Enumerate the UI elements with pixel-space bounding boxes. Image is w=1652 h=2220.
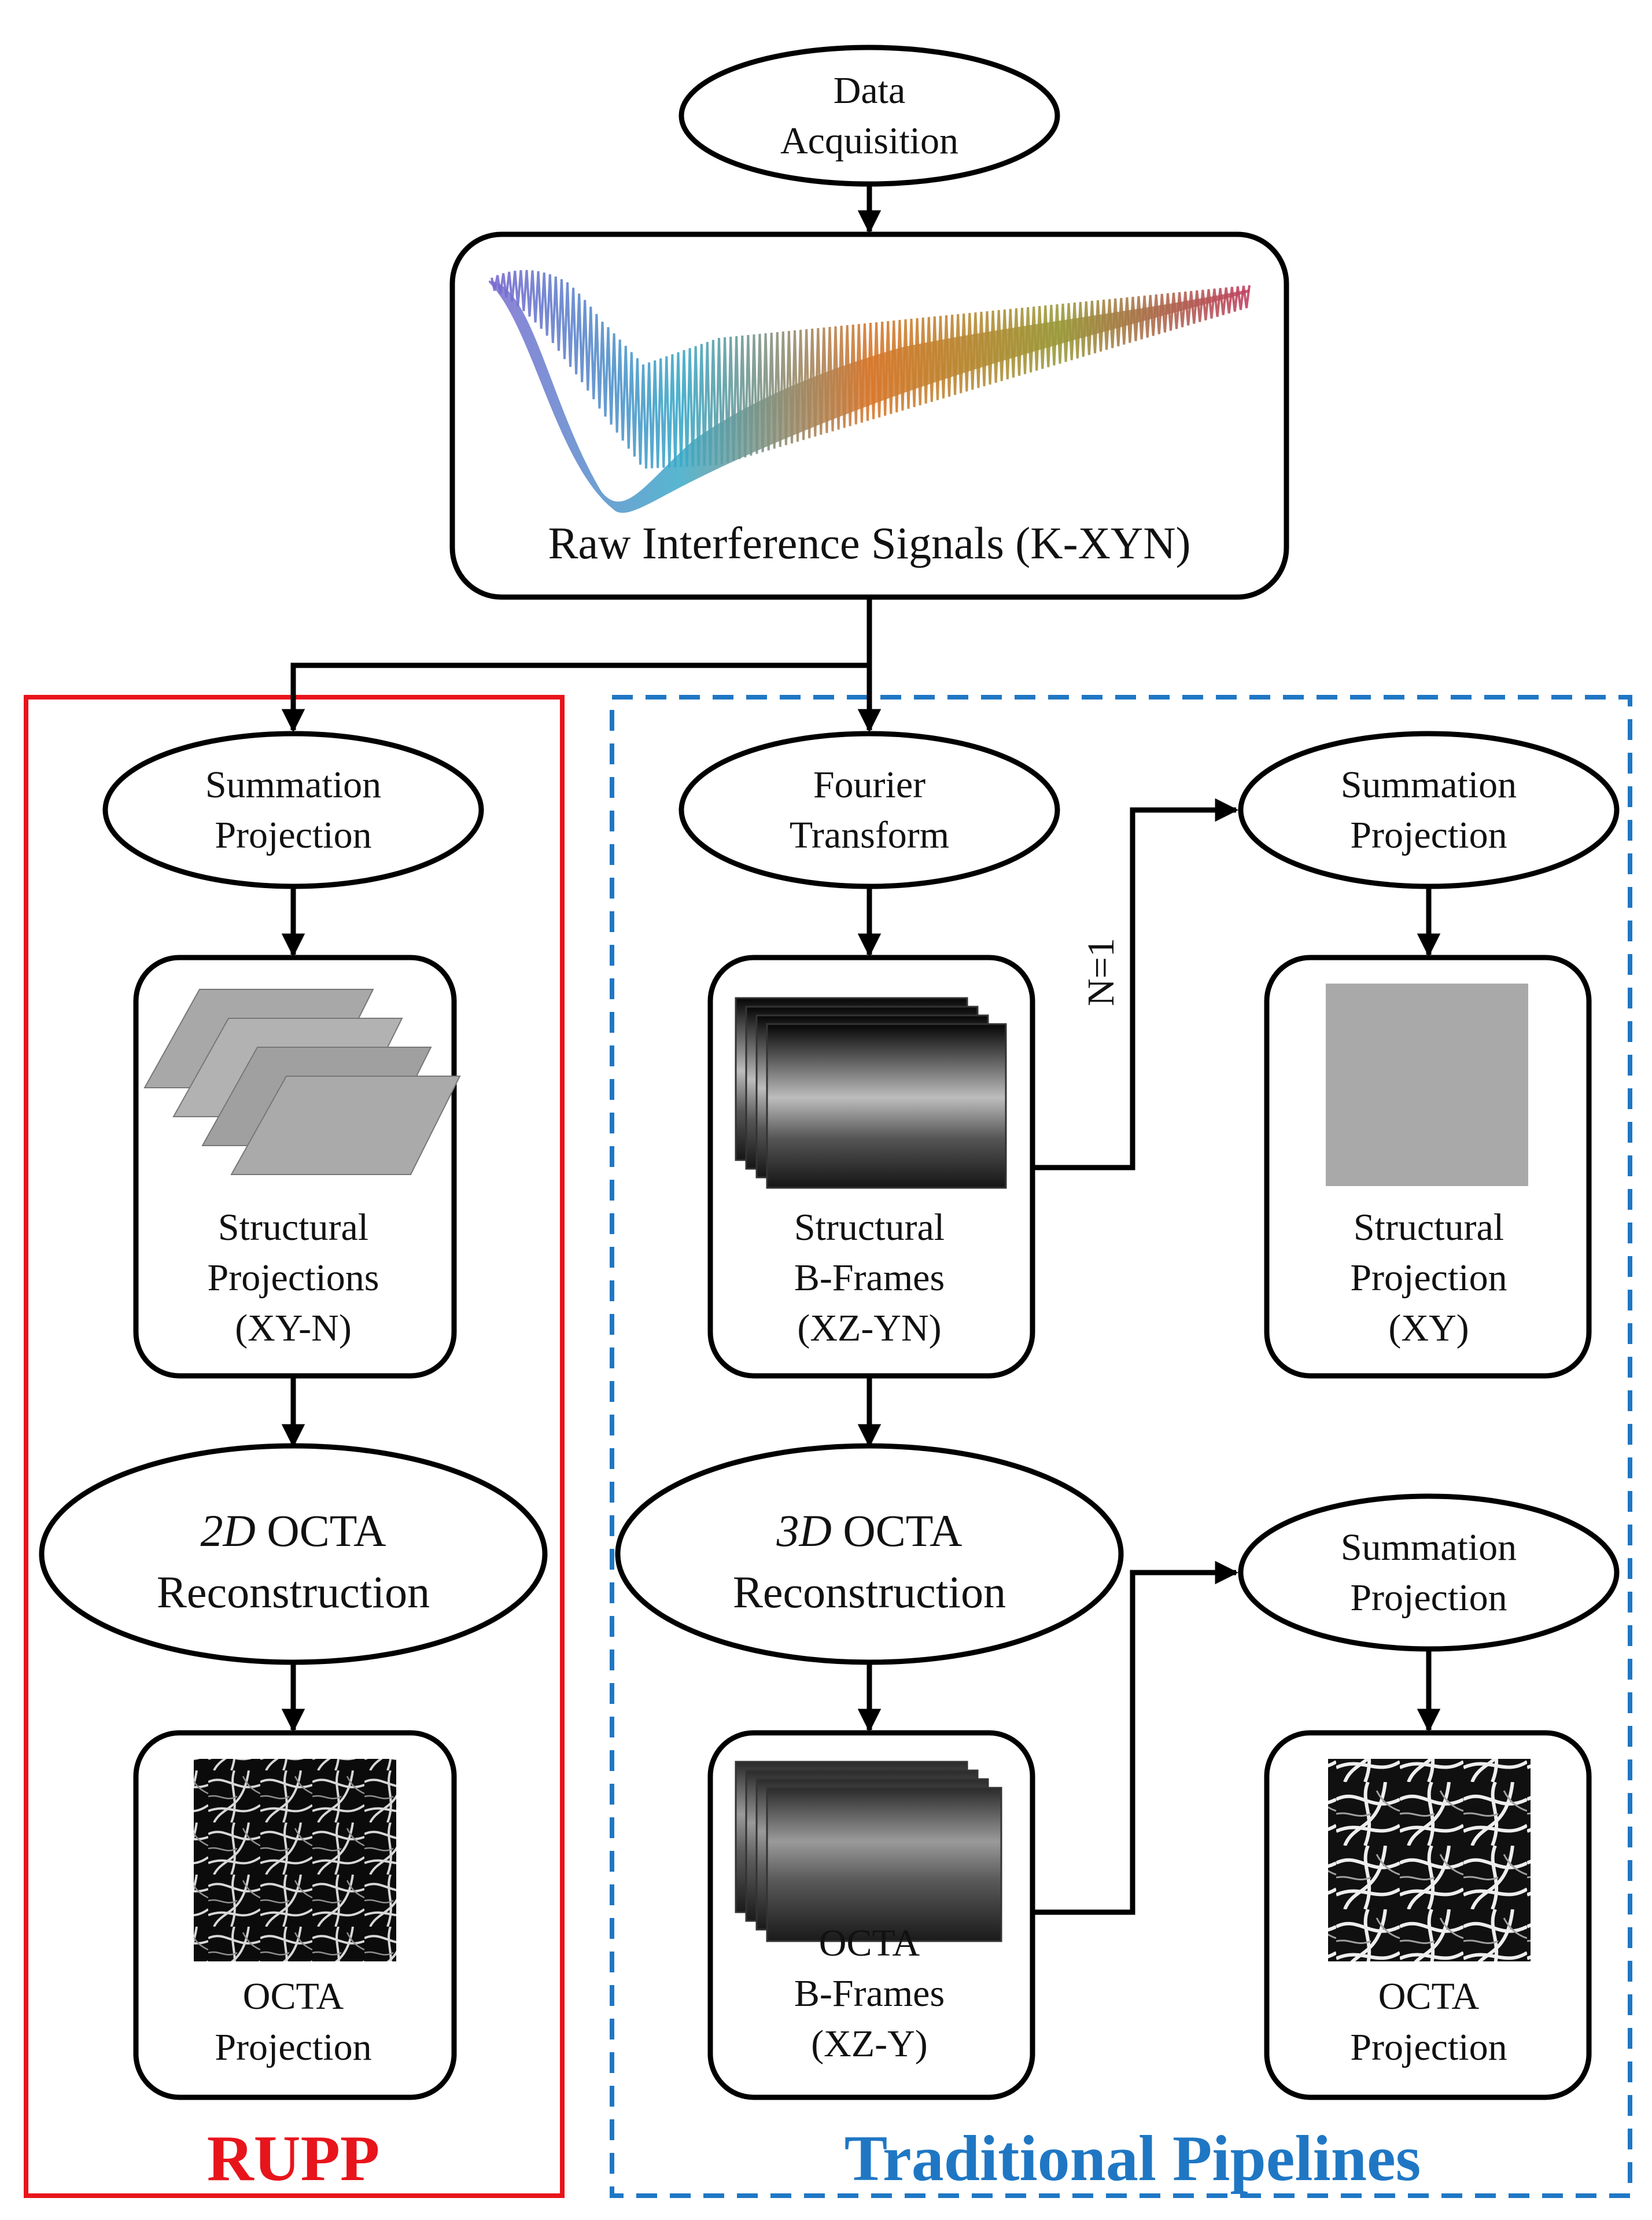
node-label: Summation bbox=[1341, 1526, 1517, 1569]
node-label: Summation bbox=[205, 764, 381, 806]
node-rupp-octa-projection: OCTA Projection bbox=[133, 1730, 457, 2100]
traditional-group-box bbox=[610, 695, 1632, 2198]
structural-projection-stack-image bbox=[143, 989, 461, 1175]
node-label: B-Frames bbox=[794, 1972, 945, 2015]
node-summation-projection-bottom: Summation Projection bbox=[1238, 1493, 1620, 1652]
node-label: OCTA bbox=[243, 1975, 344, 2017]
node-trad-octa-projection: OCTA Projection bbox=[1264, 1730, 1592, 2100]
octa-projection-image bbox=[1328, 1759, 1531, 1961]
node-3d-octa-reconstruction: 3D OCTA Reconstruction bbox=[615, 1443, 1124, 1665]
node-structural-bframes: Structural B-Frames (XZ-YN) bbox=[707, 955, 1035, 1379]
node-structural-projection-xy: Structural Projection (XY) bbox=[1264, 955, 1592, 1379]
node-label: Projections bbox=[208, 1257, 379, 1299]
rupp-title: RUPP bbox=[207, 2123, 380, 2195]
node-label: (XY) bbox=[1388, 1307, 1469, 1349]
node-rupp-struct-projections: Structural Projections (XY-N) bbox=[133, 955, 461, 1379]
node-label: Acquisition bbox=[780, 120, 958, 162]
node-label: Reconstruction bbox=[157, 1567, 430, 1617]
node-label: Projection bbox=[1350, 1257, 1507, 1299]
edges bbox=[281, 184, 1441, 1915]
node-label: Data bbox=[834, 69, 906, 112]
node-raw-signals: Raw Interference Signals (K-XYN) bbox=[449, 231, 1289, 600]
octa-projection-image bbox=[194, 1759, 396, 1961]
node-label: Structural bbox=[794, 1206, 945, 1249]
node-label: Projection bbox=[215, 2026, 371, 2068]
node-label: Fourier bbox=[813, 764, 925, 806]
node-octa-bframes: OCTA B-Frames (XZ-Y) bbox=[707, 1730, 1035, 2100]
node-label: 3D OCTA bbox=[776, 1505, 963, 1556]
edge-raw-to-rupp-summation bbox=[281, 662, 869, 733]
edge-bframes-to-summation-top bbox=[1032, 798, 1239, 1170]
node-label: (XZ-YN) bbox=[797, 1307, 941, 1349]
node-label: OCTA bbox=[819, 1922, 920, 1964]
node-label: Summation bbox=[1341, 764, 1517, 806]
node-label: Structural bbox=[218, 1206, 368, 1249]
node-label: Reconstruction bbox=[733, 1567, 1006, 1617]
node-label: (XY-N) bbox=[235, 1307, 352, 1349]
node-label: B-Frames bbox=[794, 1257, 945, 1299]
traditional-title: Traditional Pipelines bbox=[845, 2123, 1421, 2195]
node-2d-octa-reconstruction: 2D OCTA Reconstruction bbox=[39, 1443, 548, 1665]
structural-projection-image bbox=[1326, 984, 1528, 1186]
node-label: Projection bbox=[1350, 1577, 1507, 1619]
node-label: Projection bbox=[215, 814, 371, 856]
edge-octa-bframes-to-sum-bottom bbox=[1032, 1560, 1239, 1915]
node-label: 2D OCTA bbox=[201, 1505, 386, 1556]
octa-bframe-stack-image bbox=[735, 1761, 1002, 1942]
node-label: (XZ-Y) bbox=[811, 2023, 928, 2065]
node-label: Transform bbox=[790, 814, 949, 856]
node-label: Projection bbox=[1350, 2026, 1507, 2068]
node-summation-projection-top: Summation Projection bbox=[1238, 731, 1620, 889]
node-label: Projection bbox=[1350, 814, 1507, 856]
edge-label-n1: N=1 bbox=[1080, 938, 1122, 1006]
structural-bframe-stack-image bbox=[735, 997, 1007, 1189]
node-label: OCTA bbox=[1378, 1975, 1480, 2017]
node-rupp-summation: Summation Projection bbox=[102, 731, 484, 889]
node-fourier-transform: Fourier Transform bbox=[679, 731, 1060, 889]
raw-signal-plot bbox=[489, 270, 1251, 513]
node-label: Structural bbox=[1354, 1206, 1504, 1249]
node-data-acquisition: Data Acquisition bbox=[679, 45, 1060, 187]
node-label: Raw Interference Signals (K-XYN) bbox=[548, 518, 1190, 568]
